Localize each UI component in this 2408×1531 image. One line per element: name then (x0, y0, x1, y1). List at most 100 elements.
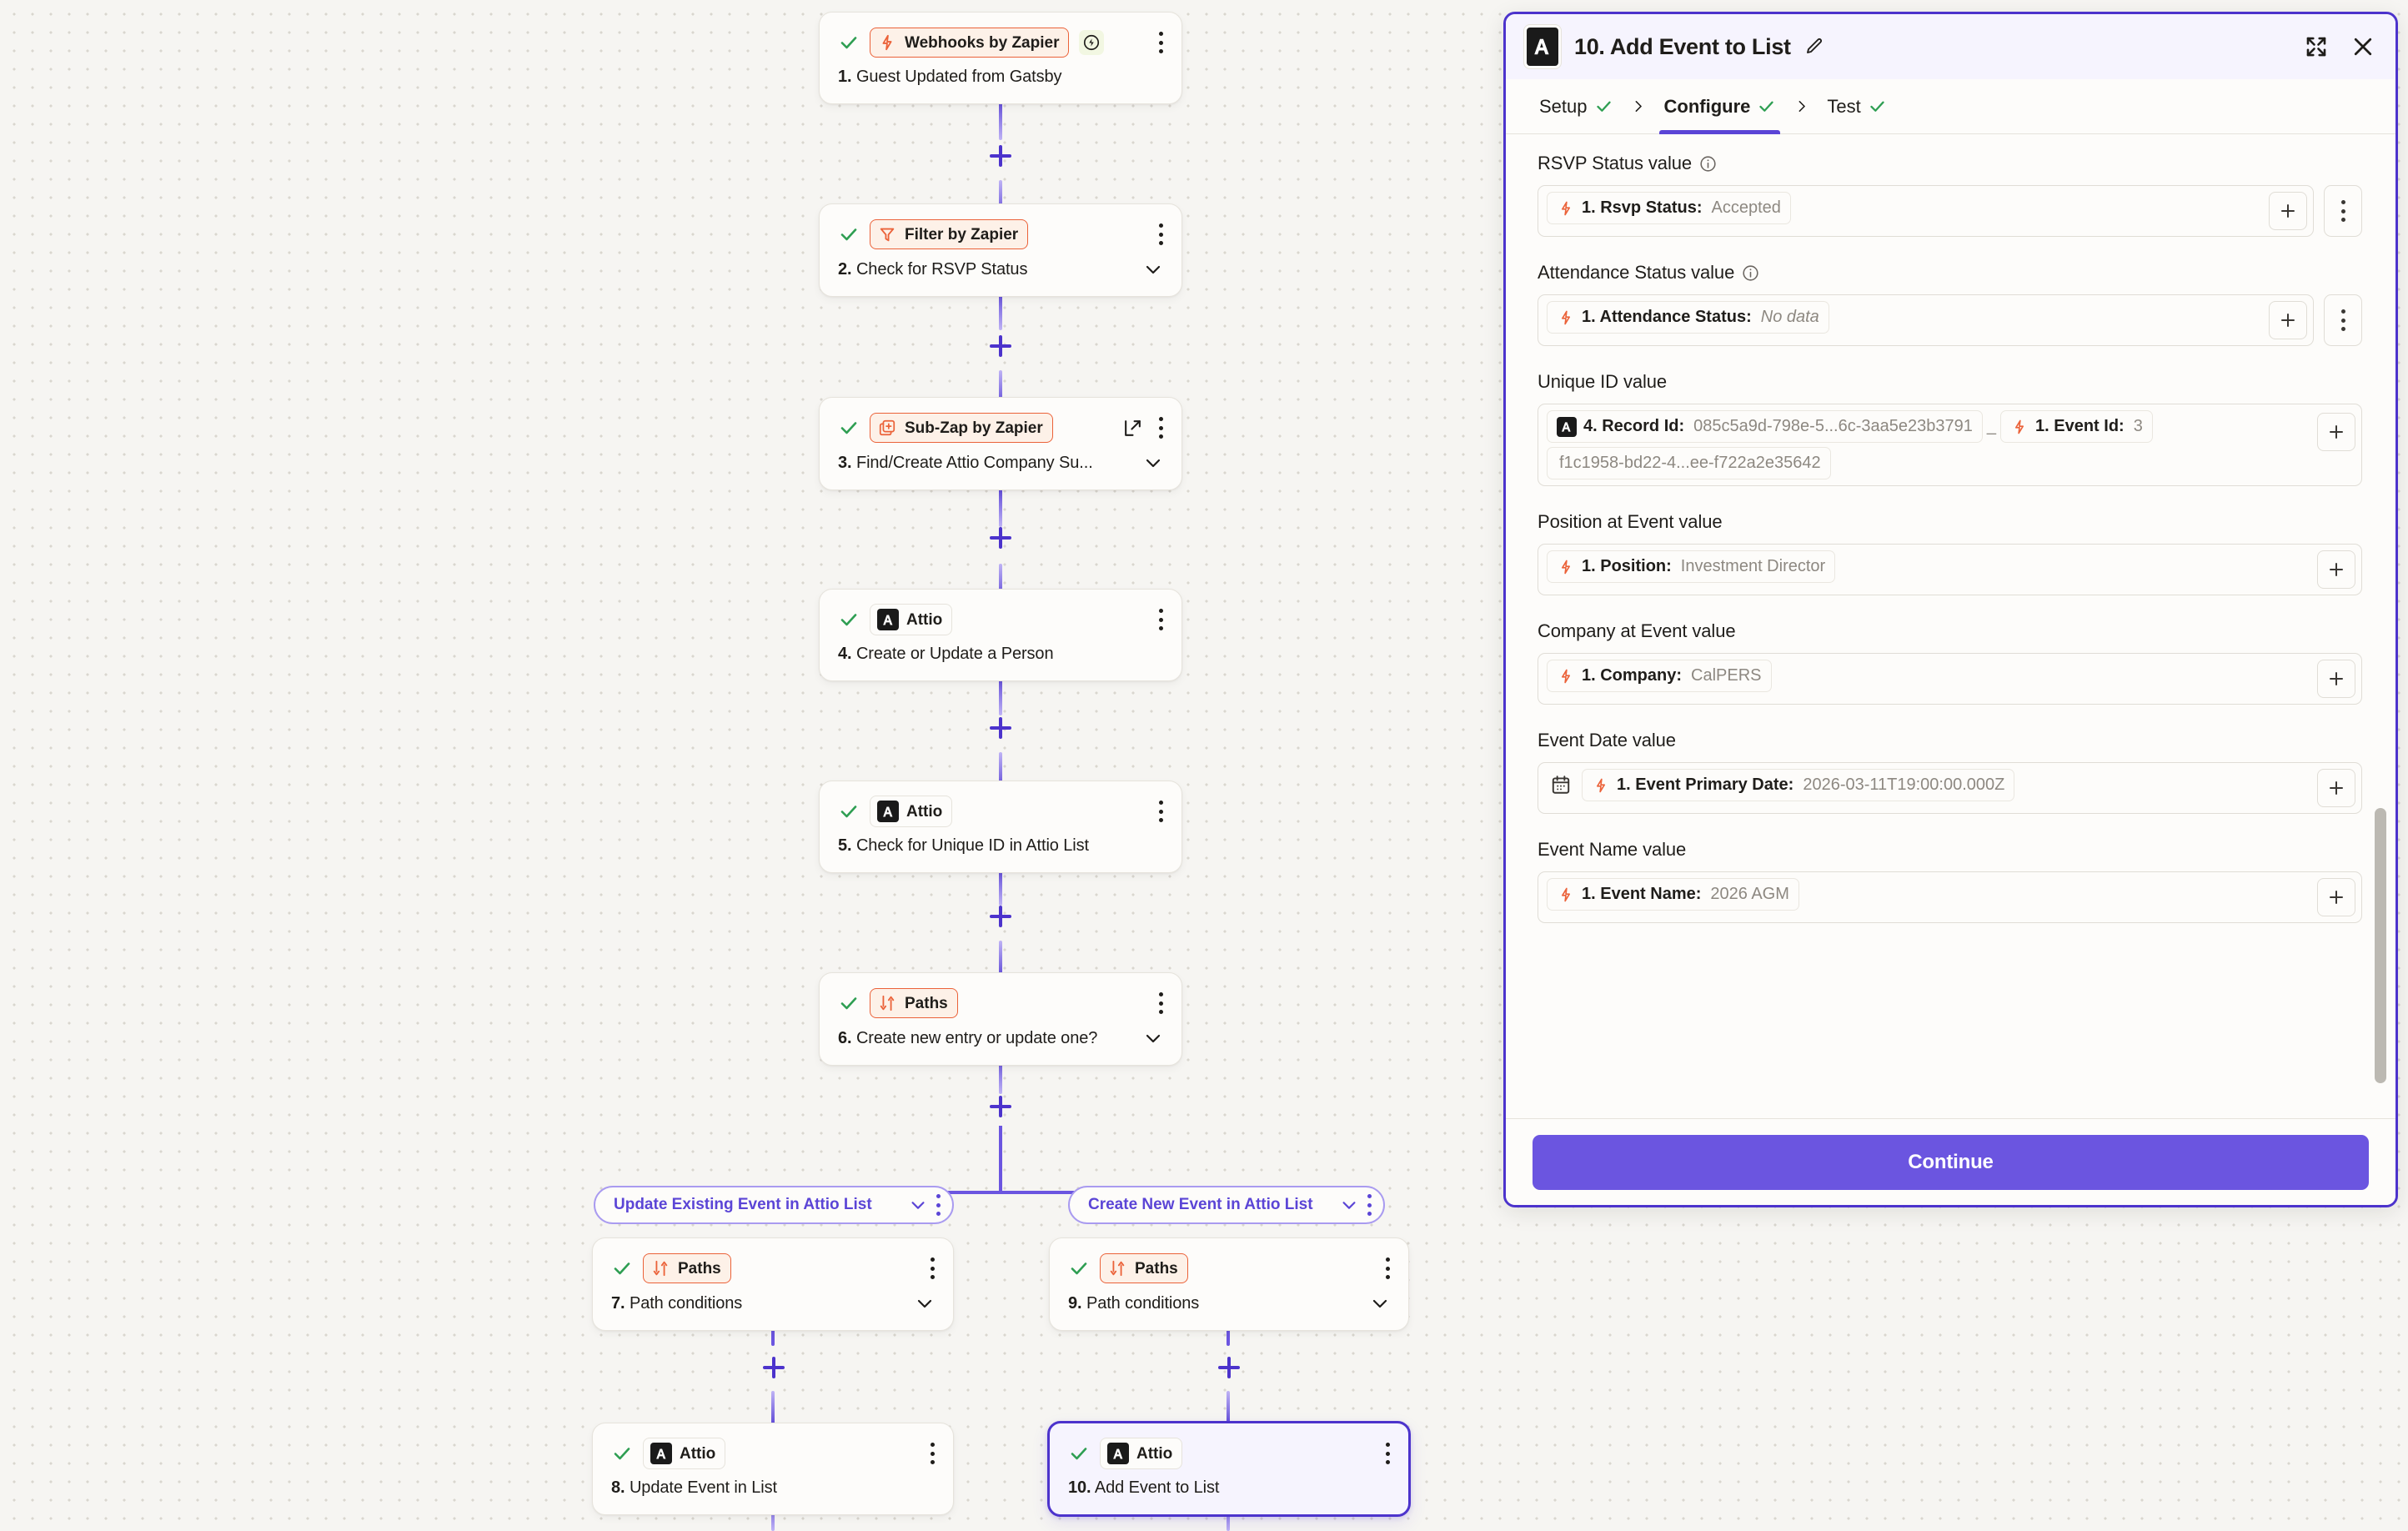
workflow-node-9[interactable]: Paths 9. Path conditions (1049, 1237, 1409, 1331)
data-token[interactable]: 1. Event Id: 3 (2000, 410, 2153, 443)
data-token[interactable]: 1. Event Name: 2026 AGM (1547, 878, 1799, 911)
attio-icon (877, 609, 899, 630)
add-step-button-7[interactable] (761, 1355, 786, 1380)
data-token[interactable]: 1. Event Primary Date: 2026-03-11T19:00:… (1582, 769, 2015, 801)
path-menu-button[interactable] (936, 1194, 941, 1216)
workflow-node-2[interactable]: Filter by Zapier 2. Check for RSVP Statu… (819, 203, 1182, 297)
chevron-down-icon[interactable] (1143, 259, 1163, 279)
continue-button[interactable]: Continue (1533, 1134, 2369, 1190)
expand-icon[interactable] (2304, 34, 2329, 59)
scrollbar-thumb[interactable] (2375, 808, 2386, 1083)
company-input[interactable]: 1. Company: CalPERS (1538, 653, 2362, 705)
add-field-button[interactable] (2269, 301, 2307, 339)
step-config-panel[interactable]: 10. Add Event to List Setup (1503, 12, 2398, 1207)
field-label: Event Date value (1538, 730, 1676, 750)
chevron-down-icon[interactable] (915, 1293, 935, 1313)
panel-form-body[interactable]: RSVP Status value 1. Rsvp Status: Accept… (1506, 134, 2395, 1118)
position-input[interactable]: 1. Position: Investment Director (1538, 544, 2362, 595)
workflow-node-8[interactable]: Attio 8. Update Event in List (592, 1423, 954, 1515)
add-field-button[interactable] (2317, 413, 2355, 451)
status-check-icon (838, 417, 860, 439)
status-check-icon (838, 32, 860, 53)
field-menu-button[interactable] (2324, 294, 2362, 346)
field-label: Position at Event value (1538, 511, 1723, 532)
data-token[interactable]: 1. Position: Investment Director (1547, 550, 1836, 583)
path-label-create-new-event[interactable]: Create New Event in Attio List (1068, 1186, 1385, 1224)
add-step-button-4[interactable] (988, 715, 1013, 740)
info-icon[interactable] (1742, 264, 1759, 282)
node-menu-button[interactable] (1158, 801, 1163, 822)
paths-icon (1107, 1258, 1127, 1278)
attendance-status-input[interactable]: 1. Attendance Status: No data (1538, 294, 2314, 346)
sub-zap-icon (877, 418, 897, 438)
event-name-input[interactable]: 1. Event Name: 2026 AGM (1538, 871, 2362, 923)
add-step-button-9[interactable] (1217, 1355, 1242, 1380)
chevron-down-icon[interactable] (1143, 453, 1163, 473)
workflow-node-4[interactable]: Attio 4. Create or Update a Person (819, 589, 1182, 681)
chevron-down-icon[interactable] (909, 1196, 927, 1214)
token-key: 1. Position: (1582, 557, 1672, 575)
node-menu-button[interactable] (930, 1257, 935, 1279)
chevron-right-icon (1787, 99, 1815, 113)
node-menu-button[interactable] (1158, 32, 1163, 53)
field-rsvp-status: RSVP Status value 1. Rsvp Status: Accept… (1538, 153, 2362, 237)
event-date-input[interactable]: 1. Event Primary Date: 2026-03-11T19:00:… (1538, 762, 2362, 814)
workflow-node-10[interactable]: Attio 10. Add Event to List (1047, 1421, 1411, 1517)
node-menu-button[interactable] (1158, 992, 1163, 1014)
node-menu-button[interactable] (1158, 609, 1163, 630)
workflow-node-1[interactable]: Webhooks by Zapier 1. Guest Updated from… (819, 12, 1182, 104)
workflow-node-6[interactable]: Paths 6. Create new entry or update one? (819, 972, 1182, 1066)
add-step-button-6[interactable] (988, 1094, 1013, 1119)
tab-configure[interactable]: Configure (1653, 79, 1788, 134)
path-menu-button[interactable] (1367, 1194, 1372, 1216)
path-label-update-existing-event[interactable]: Update Existing Event in Attio List (594, 1186, 954, 1224)
data-token[interactable]: 1. Attendance Status: No data (1547, 301, 1829, 334)
info-icon[interactable] (1699, 155, 1717, 173)
add-field-button[interactable] (2269, 192, 2307, 230)
field-attendance-status: Attendance Status value 1. Attendance St… (1538, 262, 2362, 346)
node-menu-button[interactable] (1385, 1257, 1390, 1279)
chevron-down-icon[interactable] (1340, 1196, 1358, 1214)
tab-label: Setup (1539, 95, 1588, 117)
status-check-icon (1068, 1257, 1090, 1279)
node-number: 6. (838, 1028, 852, 1047)
chevron-down-icon[interactable] (1143, 1028, 1163, 1048)
add-step-button-1[interactable] (988, 143, 1013, 168)
close-icon[interactable] (2350, 34, 2375, 59)
add-field-button[interactable] (2317, 878, 2355, 916)
node-menu-button[interactable] (1385, 1443, 1390, 1464)
field-event-name: Event Name value 1. Event Name: 2026 AGM (1538, 839, 2362, 923)
app-chip-sub-zap-by-zapier: Sub-Zap by Zapier (870, 413, 1053, 443)
calendar-icon[interactable] (1548, 772, 1573, 797)
add-step-button-3[interactable] (988, 525, 1013, 550)
data-token[interactable]: 1. Rsvp Status: Accepted (1547, 192, 1791, 224)
data-token[interactable]: 1. Company: CalPERS (1547, 660, 1772, 692)
add-step-button-2[interactable] (988, 334, 1013, 359)
data-token[interactable]: 4. Record Id: 085c5a9d-798e-5...6c-3aa5e… (1547, 410, 1983, 443)
rsvp-status-input[interactable]: 1. Rsvp Status: Accepted (1538, 185, 2314, 237)
status-check-icon (838, 223, 860, 245)
workflow-node-7[interactable]: Paths 7. Path conditions (592, 1237, 954, 1331)
panel-tabs[interactable]: Setup Configure Test (1506, 79, 2395, 134)
field-menu-button[interactable] (2324, 185, 2362, 237)
app-chip-label: Attio (906, 610, 943, 629)
open-external-icon[interactable] (1122, 418, 1143, 439)
field-label: Company at Event value (1538, 620, 1736, 641)
node-menu-button[interactable] (1158, 223, 1163, 245)
add-field-button[interactable] (2317, 769, 2355, 807)
pencil-icon[interactable] (1804, 37, 1824, 57)
add-field-button[interactable] (2317, 550, 2355, 589)
node-menu-button[interactable] (930, 1443, 935, 1464)
add-field-button[interactable] (2317, 660, 2355, 698)
tab-test[interactable]: Test (1815, 79, 1897, 133)
unique-id-input[interactable]: 4. Record Id: 085c5a9d-798e-5...6c-3aa5e… (1538, 404, 2362, 486)
workflow-node-5[interactable]: Attio 5. Check for Unique ID in Attio Li… (819, 781, 1182, 873)
panel-scrollbar[interactable] (2374, 149, 2387, 1107)
chevron-down-icon[interactable] (1370, 1293, 1390, 1313)
tab-setup[interactable]: Setup (1528, 79, 1624, 133)
node-menu-button[interactable] (1158, 417, 1163, 439)
add-step-button-5[interactable] (988, 904, 1013, 929)
data-token-overflow[interactable]: f1c1958-bd22-4...ee-f722a2e35642 (1547, 447, 1831, 479)
workflow-node-3[interactable]: Sub-Zap by Zapier 3. Find/Create Attio C… (819, 397, 1182, 490)
field-event-date: Event Date value 1. Event Primary Date: … (1538, 730, 2362, 814)
